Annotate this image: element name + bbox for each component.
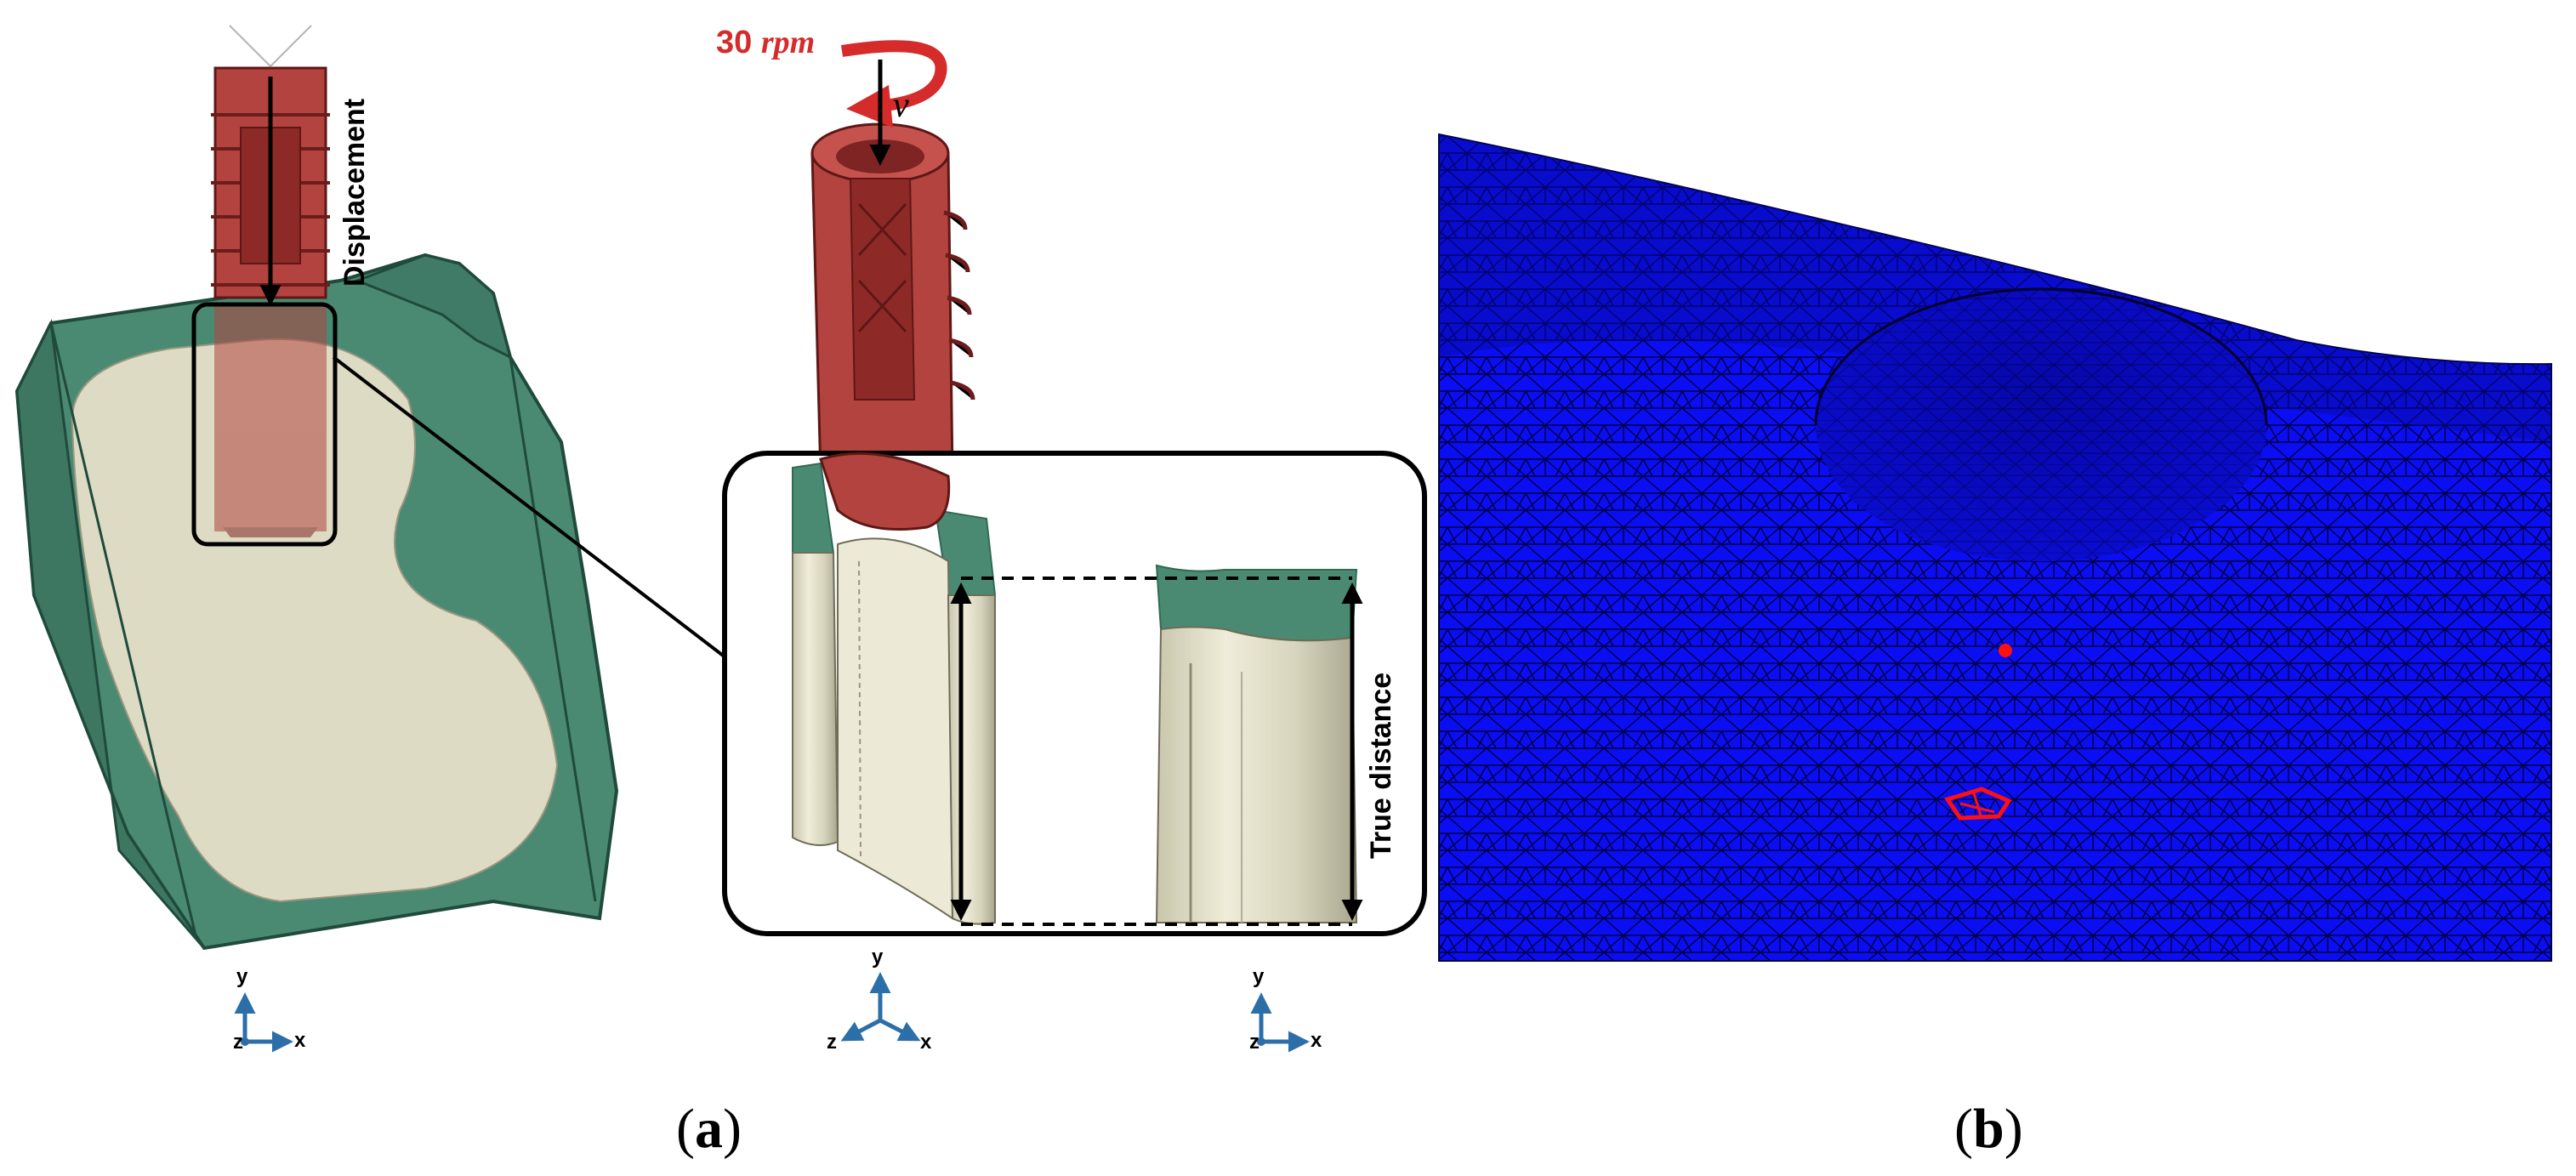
true-distance-label: True distance (1365, 672, 1397, 859)
drilled-hole-shade (1816, 289, 2266, 561)
mesh-shade (1439, 134, 2551, 442)
rotation-speed-label: 30 rpm (716, 24, 815, 61)
bone-edge-line-right (509, 356, 597, 902)
axis-label-z: z (233, 1031, 243, 1054)
displacement-label: Displacement (338, 98, 371, 287)
curved-arrow-icon (840, 40, 947, 112)
marker-element (1944, 787, 2012, 821)
implant-tip (819, 452, 951, 531)
cortical-bone-side-face (15, 318, 206, 949)
axis-label-z: z (827, 1031, 837, 1054)
rotation-speed-unit: rpm (760, 25, 816, 60)
bone-section-left (792, 462, 997, 925)
axis-label-y: y (1253, 965, 1265, 988)
panel-caption-a-letter: a (694, 1098, 723, 1160)
axis-label-y: y (236, 965, 248, 988)
axis-triad-icon (234, 992, 293, 1053)
axis-label-z: z (1249, 1031, 1260, 1054)
fe-mesh-view (1438, 133, 2552, 962)
implant-rotating (810, 122, 975, 529)
velocity-label: v (893, 86, 909, 125)
marker-element-inner (1959, 790, 1995, 819)
hole-rim (1814, 287, 2268, 426)
implant-left (211, 25, 330, 306)
implant-inserted (214, 306, 327, 537)
bone-edge-line (49, 322, 197, 936)
axis-triad-icon (840, 972, 921, 1042)
panel-caption-a: (a) (676, 1098, 742, 1160)
axis-label-x: x (920, 1031, 932, 1054)
panel-caption-b-letter: b (1972, 1098, 2005, 1160)
rotation-speed-value: 30 (716, 25, 753, 60)
axis-label-x: x (294, 1029, 306, 1052)
marker-point (1999, 644, 2012, 657)
axis-label-y: y (872, 946, 884, 969)
bone-section-right (1155, 564, 1358, 923)
axis-triad-icon (1250, 992, 1310, 1053)
zoom-connector-top (332, 355, 735, 665)
curved-arrow-head-icon (846, 85, 893, 128)
panel-caption-b: (b) (1954, 1098, 2023, 1160)
axis-label-x: x (1311, 1029, 1322, 1052)
